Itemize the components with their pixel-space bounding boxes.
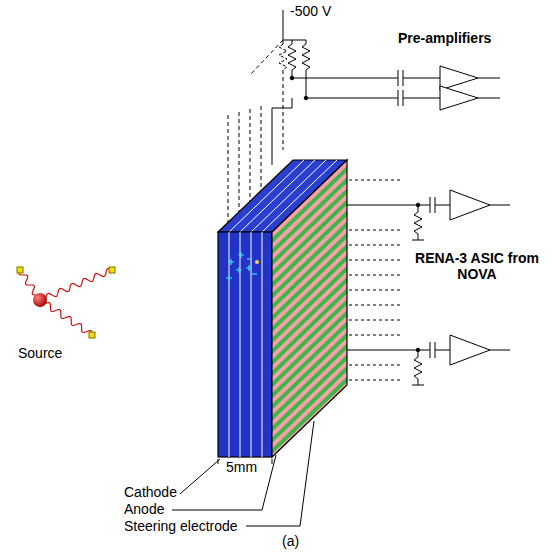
source-ball [33,293,47,307]
ray-end [17,267,23,273]
bias-network [250,10,500,165]
amplifier-label: Pre-amplifiers [398,30,491,46]
leader-lines [172,421,314,526]
part-label: Steering electrode [124,518,238,534]
gamma-ray [40,268,112,301]
ray-end [89,332,95,338]
subfigure-label: (a) [282,533,299,549]
radiation-source [17,267,115,338]
source-label: Source [18,345,62,361]
ray-end [109,267,115,273]
part-label: Anode [124,501,164,517]
detector-crystal [218,160,347,457]
gamma-ray [40,300,92,335]
asic-label: RENA-3 ASIC from NOVA [412,250,542,282]
voltage-label: -500 V [290,3,331,19]
anode-readout-circuit [347,190,510,385]
dimension-label: 5mm [226,459,257,475]
part-label: Cathode [124,484,177,500]
